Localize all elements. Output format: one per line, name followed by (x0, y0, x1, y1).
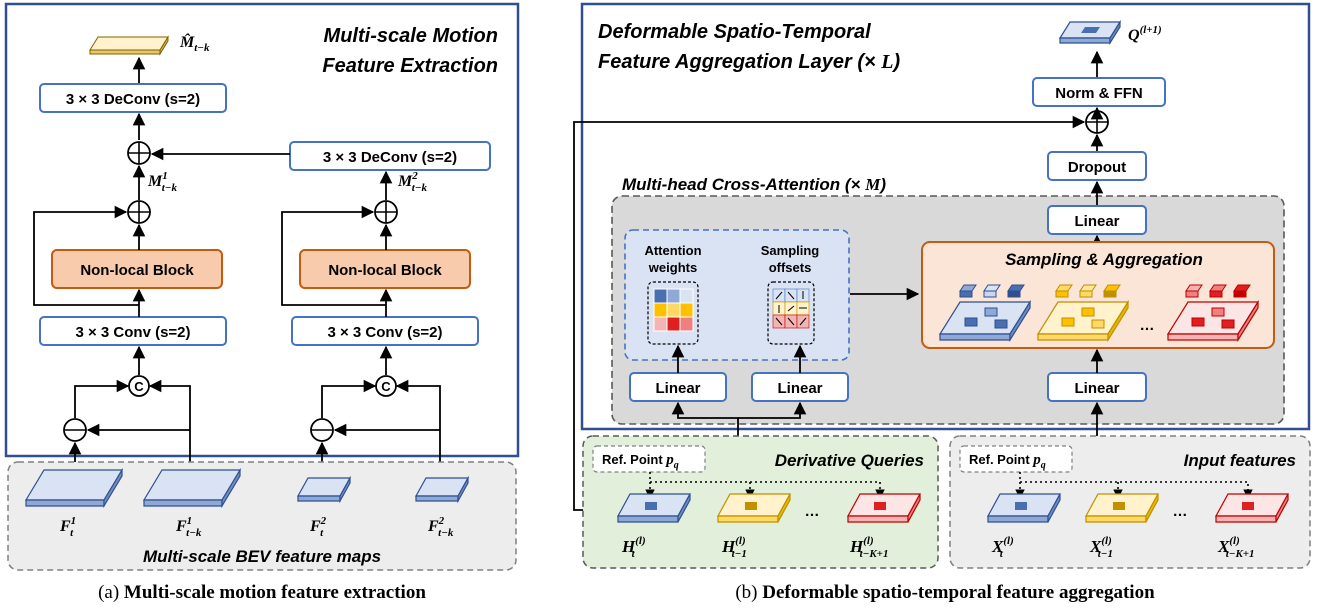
sampling-aggregation-label: Sampling & Aggregation (1005, 250, 1203, 269)
bev-feature-maps-region (7, 461, 517, 571)
linear-top-box (1047, 205, 1147, 235)
input-map-x-t-1 (1084, 493, 1160, 523)
linear-attention-label: Linear (655, 380, 700, 397)
sampling-offsets-grid (772, 288, 810, 329)
input-features-title: Input features (1184, 451, 1296, 470)
left-panel-frame (4, 2, 520, 458)
right-title-line1: Deformable Spatio-Temporal (598, 21, 871, 43)
label-x-t: X(l)t (991, 535, 1014, 560)
input-map-x-t (986, 493, 1062, 523)
conv-right-label: 3 × 3 Conv (s=2) (327, 324, 442, 341)
dropout-box (1047, 151, 1147, 181)
nonlocal-left-label: Non-local Block (80, 262, 194, 279)
attention-weights-grid (653, 288, 694, 332)
query-map-h-t-k-1 (846, 493, 922, 523)
sampled-values-red (1185, 284, 1251, 298)
aggregation-map-blue (938, 299, 1032, 343)
label-x-t-1: X(l)t−1 (1089, 535, 1113, 560)
attention-weights-grid-frame (647, 281, 699, 345)
output-feature-map (89, 35, 169, 56)
ref-point-box-inputs (959, 445, 1073, 473)
attention-weights-line2: weights (648, 260, 697, 275)
q-output-label: Q(l+1) (1128, 24, 1162, 44)
dropout-label: Dropout (1068, 159, 1126, 176)
feature-map-f2-t (296, 475, 352, 504)
conv-right-box (291, 316, 479, 346)
nonlocal-block-left (51, 249, 223, 289)
input-map-x-t-k-1 (1214, 493, 1290, 523)
label-x-t-k-1: X(l)t−K+1 (1217, 535, 1255, 560)
deconv-top-label: 3 × 3 DeConv (s=2) (66, 91, 200, 108)
sampling-offsets-grid-frame (767, 281, 815, 345)
feature-map-f1-t-k (142, 467, 242, 509)
sampled-values-yellow (1055, 284, 1121, 298)
attention-weights-line1: Attention (644, 243, 701, 258)
derivative-queries-title: Derivative Queries (775, 451, 924, 470)
svg-text:C: C (134, 379, 144, 394)
ref-point-label-inputs: Ref. Point pq (969, 452, 1046, 471)
label-h-t: H(l)t (621, 535, 646, 560)
nonlocal-right-label: Non-local Block (328, 262, 442, 279)
conv-left-box (39, 316, 227, 346)
deconv-top-box (39, 83, 227, 113)
linear-top-label: Linear (1074, 213, 1119, 230)
deconv-right-box (289, 141, 491, 171)
feature-map-f1-t (24, 467, 124, 509)
nonlocal-block-right (299, 249, 471, 289)
label-h-t-1: H(l)t−1 (721, 535, 747, 560)
aggregation-map-yellow (1036, 299, 1130, 343)
left-title-line1: Multi-scale Motion (324, 25, 498, 47)
label-h-t-k-1: H(l)t−K+1 (849, 535, 888, 560)
query-map-h-t-1 (716, 493, 792, 523)
sampling-offsets-line2: offsets (769, 260, 812, 275)
linear-offsets-label: Linear (777, 380, 822, 397)
feature-map-f2-t-k (414, 475, 470, 504)
left-title-line2: Feature Extraction (322, 55, 498, 77)
mhca-title: Multi-head Cross-Attention (× M) (622, 175, 886, 194)
conv-left-label: 3 × 3 Conv (s=2) (75, 324, 190, 341)
norm-ffn-box (1032, 77, 1166, 107)
caption-a: (a) Multi-scale motion feature extractio… (98, 582, 426, 603)
right-title-line2: Feature Aggregation Layer (× L) (598, 51, 900, 73)
queries-ellipsis: … (805, 503, 820, 520)
ref-point-box-queries (592, 445, 706, 473)
inputs-ellipsis: … (1173, 503, 1188, 520)
output-m-hat: M̂t−k (179, 32, 210, 54)
deconv-right-label: 3 × 3 DeConv (s=2) (323, 149, 457, 166)
caption-b: (b) Deformable spatio-temporal feature a… (735, 582, 1155, 603)
linear-value-label: Linear (1074, 380, 1119, 397)
svg-text:C: C (381, 379, 391, 394)
sampling-offsets-line1: Sampling (761, 243, 820, 258)
query-map-h-t (616, 493, 692, 523)
aggregation-ellipsis: … (1140, 317, 1155, 334)
aggregation-map-red (1166, 299, 1260, 343)
norm-ffn-label: Norm & FFN (1055, 85, 1143, 102)
output-query-map (1058, 19, 1122, 46)
sampled-values-blue (959, 284, 1025, 298)
ref-point-label-queries: Ref. Point pq (602, 452, 679, 471)
bev-title: Multi-scale BEV feature maps (143, 547, 381, 566)
